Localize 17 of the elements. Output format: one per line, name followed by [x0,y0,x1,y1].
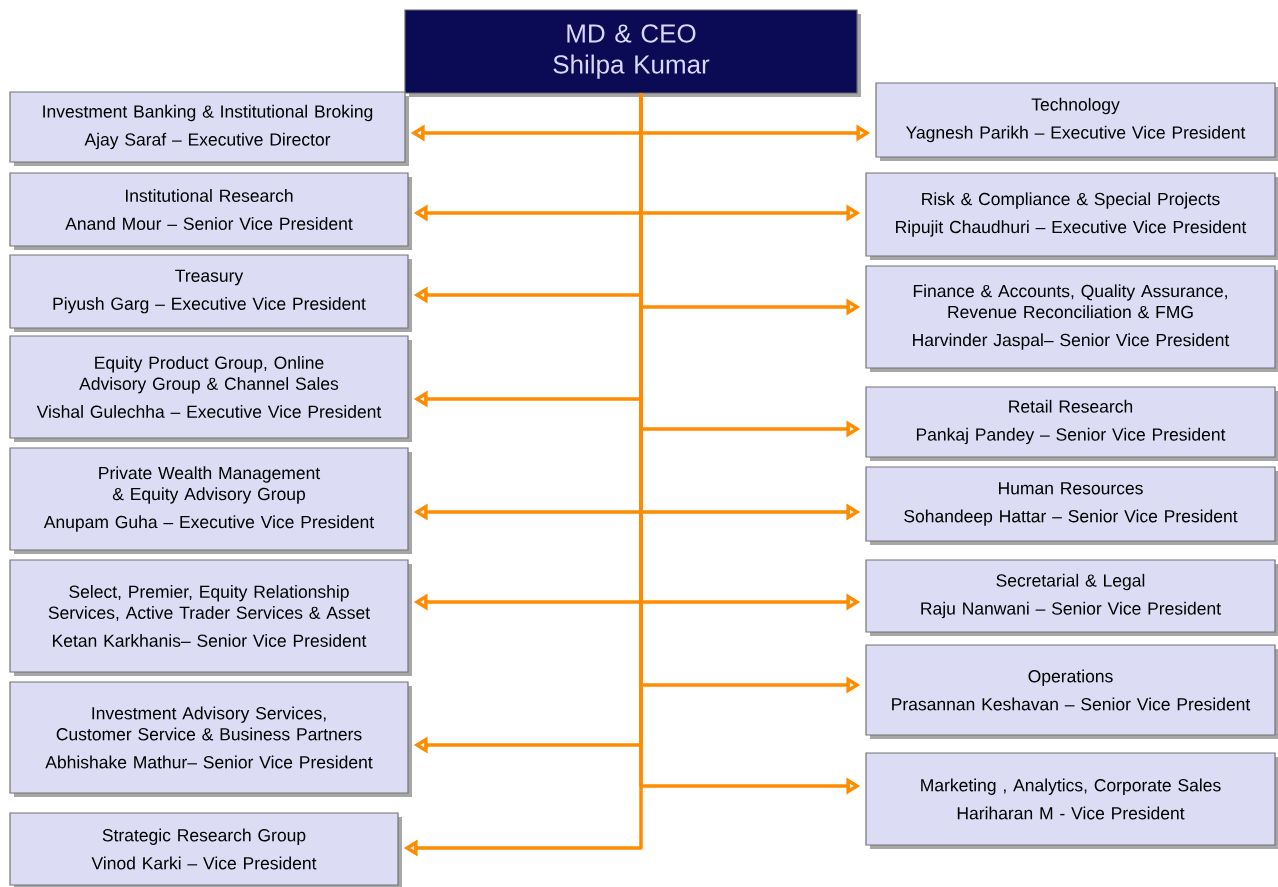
department-box: Equity Product Group, Online Advisory Group & Channel Sales Vishal Gulechha – Executive Vice President [9,335,409,439]
ceo-box: MD & CEO Shilpa Kumar [404,9,858,94]
department-box: Technology Yagnesh Parikh – Executive Vice President [875,82,1276,158]
department-box: Institutional Research Anand Mour – Senior Vice President [9,172,409,247]
department-box: Investment Banking & Institutional Broking Ajay Saraf – Executive Director [9,91,406,163]
department-box: Finance & Accounts, Quality Assurance, Revenue Reconciliation & FMG Harvinder Jaspal– Senior Vice President [865,265,1276,369]
department-box: Strategic Research Group Vinod Karki – Vice President [9,812,399,886]
department-box: Secretarial & Legal Raju Nanwani – Senior Vice President [865,559,1276,633]
department-box: Private Wealth Management & Equity Advisory Group Anupam Guha – Executive Vice President [9,447,409,551]
department-box: Retail Research Pankaj Pandey – Senior Vice President [865,386,1276,458]
department-box: Operations Prasannan Keshavan – Senior Vice President [865,644,1276,736]
department-box: Investment Advisory Services, Customer Service & Business Partners Abhishake Mathur– Senior Vice President [9,681,409,794]
department-box: Marketing , Analytics, Corporate Sales Hariharan M - Vice President [865,752,1276,846]
department-box: Treasury Piyush Garg – Executive Vice President [9,254,409,329]
department-box: Risk & Compliance & Special Projects Ripujit Chaudhuri – Executive Vice President [865,172,1276,257]
department-box: Human Resources Sohandeep Hattar – Senior Vice President [865,466,1276,542]
department-box: Select, Premier, Equity Relationship Services, Active Trader Services & Asset Ketan Karkhanis– Senior Vice President [9,559,409,673]
